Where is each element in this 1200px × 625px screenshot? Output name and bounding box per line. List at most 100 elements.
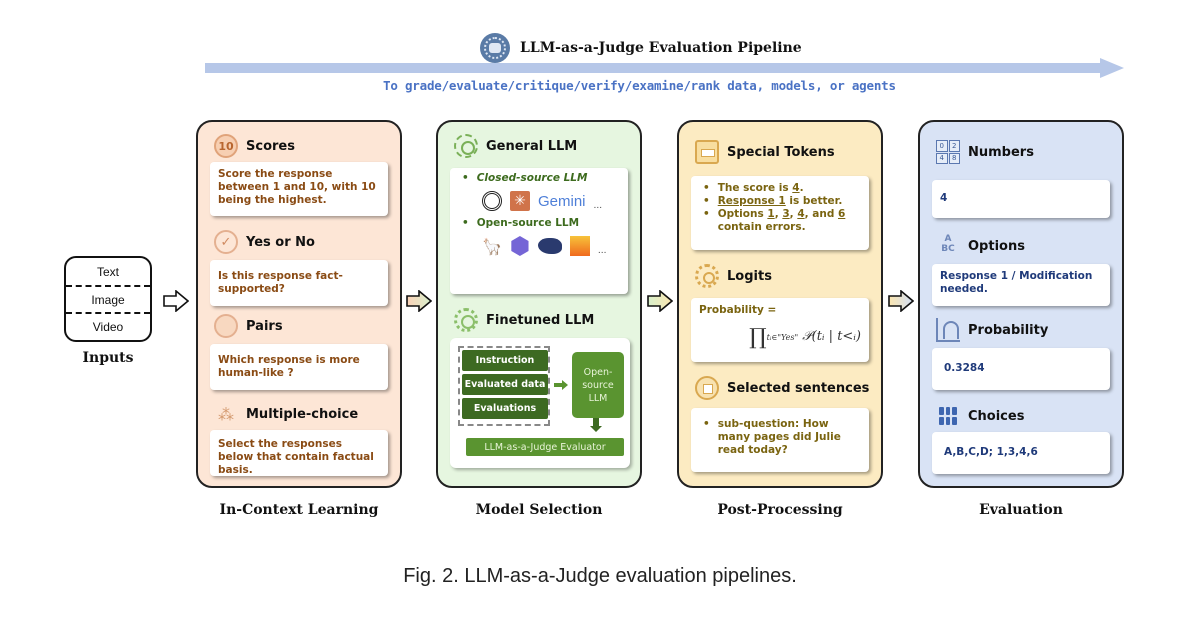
- more-ellipsis: ...: [597, 246, 607, 256]
- logits-card: Probability = ∏tᵢ∈"Yes" 𝒫(tᵢ | t<ᵢ): [691, 298, 869, 362]
- open-source-label-row: • Open-source LLM: [462, 217, 580, 229]
- probability-value: 0.3284: [944, 362, 985, 374]
- section-title: Special Tokens: [727, 144, 835, 160]
- qwen-logo-icon: [511, 236, 529, 256]
- section-scores: 10 Scores: [214, 134, 295, 158]
- section-finetuned-llm: Finetuned LLM: [454, 308, 594, 332]
- ft-evaluations: Evaluations: [462, 398, 548, 419]
- token-line: • The score is 4.: [703, 182, 804, 194]
- flow-arrow-icon: [163, 290, 189, 312]
- ft-evaluated-data: Evaluated data: [462, 374, 548, 395]
- choices-card: A,B,C,D; 1,3,4,6: [932, 432, 1110, 474]
- section-title: Numbers: [968, 144, 1034, 160]
- pairs-icon: [214, 314, 238, 338]
- open-source-label: Open-source LLM: [476, 217, 580, 229]
- section-selected-sentences: Selected sentences: [695, 376, 869, 400]
- distribution-icon: [936, 318, 960, 342]
- pairs-prompt: Which response is more human-like ?: [218, 354, 360, 379]
- header-title-group: LLM-as-a-Judge Evaluation Pipeline: [480, 33, 802, 63]
- ft-instruction: Instruction: [462, 350, 548, 371]
- flow-arrow-icon: [647, 290, 673, 312]
- input-video: Video: [66, 312, 150, 339]
- gear-icon: [454, 308, 478, 332]
- numbers-card: 4: [932, 180, 1110, 218]
- finetune-diagram: Instruction Evaluated data Evaluations O…: [450, 338, 630, 468]
- gear-chart-icon: [695, 264, 719, 288]
- token-line: • Response 1 is better.: [703, 195, 843, 207]
- closed-source-logos: ✳ Gemini ...: [482, 191, 620, 211]
- inputs-box: Text Image Video: [64, 256, 152, 342]
- document-cycle-icon: [695, 376, 719, 400]
- section-yes-no: ✓ Yes or No: [214, 230, 315, 254]
- section-probability: Probability: [936, 318, 1048, 342]
- closed-source-label-row: • Closed-source LLM: [462, 172, 588, 184]
- section-title: Logits: [727, 268, 772, 284]
- options-value: Response 1 / Modification needed.: [940, 270, 1093, 295]
- grid-choice-icon: [936, 404, 960, 428]
- gear-network-icon: [454, 134, 478, 158]
- header-subtitle: To grade/evaluate/critique/verify/examin…: [383, 78, 896, 93]
- arrow-down-icon: [590, 418, 602, 432]
- section-special-tokens: Special Tokens: [695, 140, 835, 164]
- gemini-logo-icon: Gemini: [538, 192, 586, 210]
- mistral-logo-icon: [569, 236, 590, 256]
- open-source-logos: 🦙 ...: [482, 236, 620, 256]
- ten-badge-icon: 10: [214, 134, 238, 158]
- section-title: Pairs: [246, 318, 283, 334]
- multiple-choice-prompt: Select the responses below that contain …: [218, 438, 374, 476]
- pipeline-arrow-head-icon: [1100, 58, 1124, 78]
- section-pairs: Pairs: [214, 314, 283, 338]
- section-title: Probability: [968, 322, 1049, 338]
- check-badge-icon: ✓: [214, 230, 238, 254]
- robot-icon: [480, 33, 510, 63]
- deepseek-logo-icon: [537, 238, 562, 254]
- section-title: Options: [968, 238, 1025, 254]
- probability-card: 0.3284: [932, 348, 1110, 390]
- section-title: Finetuned LLM: [486, 312, 595, 328]
- panel-label-post-processing: Post-Processing: [717, 502, 843, 518]
- section-title: Choices: [968, 408, 1025, 424]
- multiple-choice-card: Select the responses below that contain …: [210, 430, 388, 476]
- section-title: Yes or No: [246, 234, 315, 250]
- numbers-value: 4: [940, 192, 948, 204]
- scores-prompt: Score the response between 1 and 10, wit…: [218, 168, 376, 206]
- panel-label-in-context-learning: In-Context Learning: [219, 502, 379, 518]
- flow-arrow-icon: [406, 290, 432, 312]
- panel-label-model-selection: Model Selection: [475, 502, 603, 518]
- ft-open-source-llm: Open-source LLM: [572, 352, 624, 418]
- options-card: Response 1 / Modification needed.: [932, 264, 1110, 306]
- section-title: Multiple-choice: [246, 406, 359, 422]
- selected-sentence: • sub-question: How many pages did Julie…: [703, 418, 841, 456]
- llama-logo-icon: 🦙: [482, 236, 502, 256]
- panel-in-context-learning: 10 Scores Score the response between 1 a…: [196, 120, 402, 488]
- yes-no-prompt: Is this response fact-supported?: [218, 270, 343, 295]
- closed-source-label: Closed-source LLM: [476, 172, 588, 184]
- panel-model-selection: General LLM • Closed-source LLM ✳ Gemini…: [436, 120, 642, 488]
- pairs-card: Which response is more human-like ?: [210, 344, 388, 390]
- section-multiple-choice: ⁂ Multiple-choice: [214, 402, 358, 426]
- ft-evaluator: LLM-as-a-Judge Evaluator: [466, 438, 624, 456]
- choices-value: A,B,C,D; 1,3,4,6: [944, 446, 1038, 458]
- scores-card: Score the response between 1 and 10, wit…: [210, 162, 388, 216]
- section-choices: Choices: [936, 404, 1024, 428]
- general-llm-card: • Closed-source LLM ✳ Gemini ... • Open-…: [450, 168, 628, 294]
- openai-logo-icon: [482, 191, 502, 211]
- section-logits: Logits: [695, 264, 772, 288]
- section-numbers: 0 2 4 8 Numbers: [936, 140, 1034, 164]
- claude-logo-icon: ✳: [510, 191, 530, 211]
- training-data-group: [458, 346, 550, 426]
- probability-formula: ∏tᵢ∈"Yes" 𝒫(tᵢ | t<ᵢ): [749, 325, 861, 350]
- pipeline-arrow-shaft: [205, 63, 1105, 73]
- section-general-llm: General LLM: [454, 134, 577, 158]
- selected-sentences-card: • sub-question: How many pages did Julie…: [691, 408, 869, 472]
- probability-label: Probability =: [699, 304, 777, 316]
- more-ellipsis: ...: [593, 201, 603, 211]
- arrow-right-icon: [554, 380, 568, 390]
- input-image: Image: [66, 285, 150, 312]
- tokens-icon: [695, 140, 719, 164]
- yes-no-card: Is this response fact-supported?: [210, 260, 388, 306]
- section-title: General LLM: [486, 138, 578, 154]
